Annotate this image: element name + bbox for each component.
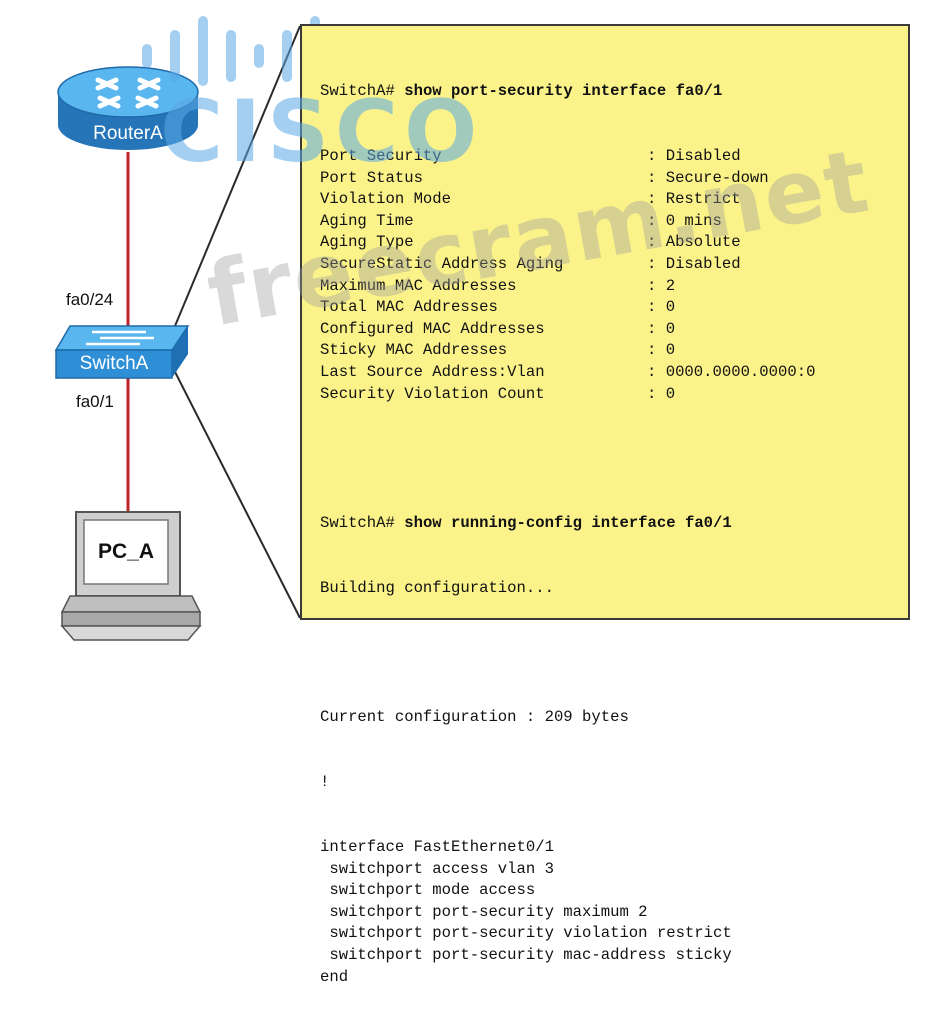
port-security-row: Sticky MAC Addresses : 0 [320, 340, 908, 362]
field-value: : 0 [647, 341, 676, 360]
field-name: Last Source Address:Vlan [320, 362, 545, 381]
current-config: Current configuration : 209 bytes [320, 708, 629, 727]
field-name: Port Status [320, 168, 423, 187]
port-security-row: Last Source Address:Vlan : 0000.0000.0000… [320, 362, 908, 384]
field-value: : Restrict [647, 190, 741, 209]
field-value: : 0 mins [647, 211, 722, 230]
config-line: switchport port-security violation restr… [320, 924, 732, 943]
port-security-row: Aging Type : Absolute [320, 232, 908, 254]
config-line: switchport mode access [320, 881, 536, 900]
config-line: interface FastEthernet0/1 [320, 837, 554, 856]
command-line-1: SwitchA# show port-security interface fa… [320, 81, 908, 103]
running-config: interface FastEthernet0/1 switchport acc… [320, 837, 908, 988]
port-security-row: SecureStatic Address Aging : Disabled [320, 254, 908, 276]
field-value: : 0 [647, 384, 676, 403]
field-value: : 0000.0000.0000:0 [647, 362, 816, 381]
command-text: show running-config interface fa0/1 [404, 514, 732, 533]
field-name: Maximum MAC Addresses [320, 276, 517, 295]
command-line-2: SwitchA# show running-config interface f… [320, 513, 908, 535]
field-value: : Disabled [647, 254, 741, 273]
port-security-row: Maximum MAC Addresses : 2 [320, 276, 908, 298]
field-value: : Absolute [647, 233, 741, 252]
config-line: end [320, 967, 349, 986]
port-security-row: Configured MAC Addresses : 0 [320, 319, 908, 341]
port-label-uplink: fa0/24 [66, 290, 114, 309]
field-value: : 2 [647, 276, 676, 295]
config-separator: ! [320, 773, 330, 792]
command-text: show port-security interface fa0/1 [404, 82, 723, 101]
port-security-row: Port Security : Disabled [320, 146, 908, 168]
field-name: Security Violation Count [320, 384, 545, 403]
prompt: SwitchA# [320, 514, 395, 533]
field-name: Violation Mode [320, 190, 452, 209]
port-security-row: Port Status : Secure-down [320, 168, 908, 190]
port-security-row: Total MAC Addresses : 0 [320, 297, 908, 319]
field-value: : 0 [647, 319, 676, 338]
field-name: Total MAC Addresses [320, 298, 498, 317]
callout-line-bottom [169, 361, 301, 619]
port-security-row: Aging Time : 0 mins [320, 211, 908, 233]
switch-label: SwitchA [79, 353, 149, 374]
switch-icon [54, 325, 190, 379]
field-value: : 0 [647, 298, 676, 317]
cisco-watermark: CISCO [160, 82, 484, 182]
callout-line-top [169, 25, 301, 339]
port-security-row: Security Violation Count : 0 [320, 384, 908, 406]
router-icon [57, 66, 199, 150]
config-line: switchport port-security mac-address sti… [320, 945, 732, 964]
field-value: : Disabled [647, 146, 741, 165]
config-line: switchport access vlan 3 [320, 859, 554, 878]
pc-label: PC_A [97, 540, 155, 563]
prompt: SwitchA# [320, 82, 395, 101]
field-name: Configured MAC Addresses [320, 319, 545, 338]
router-label: RouterA [93, 123, 163, 144]
field-name: SecureStatic Address Aging [320, 254, 564, 273]
field-name: Aging Time [320, 211, 414, 230]
pc-icon [60, 511, 202, 641]
building-config: Building configuration... [320, 578, 554, 597]
config-line: switchport port-security maximum 2 [320, 902, 648, 921]
field-value: : Secure-down [647, 168, 769, 187]
field-name: Aging Type [320, 233, 414, 252]
topology-diagram [54, 16, 376, 641]
field-name: Port Security [320, 146, 442, 165]
port-security-row: Violation Mode : Restrict [320, 189, 908, 211]
port-label-access: fa0/1 [76, 392, 114, 411]
field-name: Sticky MAC Addresses [320, 341, 508, 360]
